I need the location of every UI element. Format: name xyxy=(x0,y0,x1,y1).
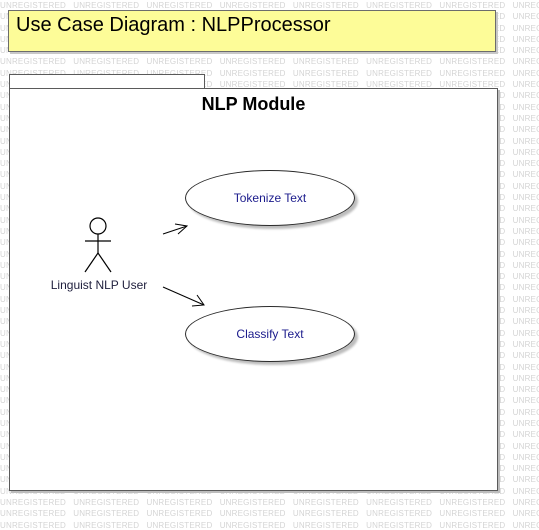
use-case-tokenize-text[interactable]: Tokenize Text xyxy=(185,170,355,226)
actor-label: Linguist NLP User xyxy=(50,278,148,292)
package-nlp-module[interactable]: NLP Module xyxy=(9,88,498,491)
package-tab xyxy=(9,74,205,90)
use-case-label: Tokenize Text xyxy=(233,191,307,205)
diagram-title-box[interactable]: Use Case Diagram : NLPProcessor xyxy=(8,10,496,52)
use-case-label: Classify Text xyxy=(236,327,304,341)
stick-figure-actor-icon[interactable] xyxy=(81,216,115,274)
diagram-title: Use Case Diagram : NLPProcessor xyxy=(16,14,331,36)
use-case-classify-text[interactable]: Classify Text xyxy=(185,306,355,362)
package-title: NLP Module xyxy=(201,94,306,114)
